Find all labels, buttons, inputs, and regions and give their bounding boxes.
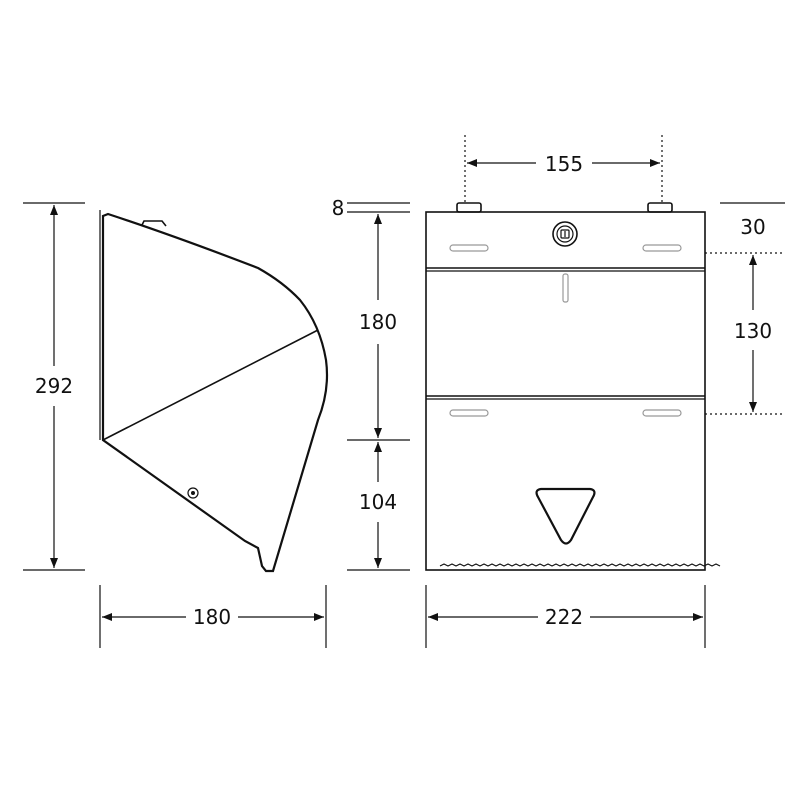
upper-height-label: 180	[359, 310, 397, 334]
dimension-side-depth: 180	[99, 585, 327, 648]
side-depth-label: 180	[193, 605, 231, 629]
dimension-window-height: 130	[705, 255, 785, 415]
slot-bottom-left	[449, 409, 489, 417]
side-view-panel-line	[102, 329, 319, 441]
side-lock-icon	[187, 487, 199, 499]
serrated-tear-edge	[439, 563, 721, 567]
front-width-label: 222	[545, 605, 583, 629]
side-view-mount-tab	[141, 220, 167, 227]
dimension-upper-height: 180	[359, 214, 397, 438]
lower-height-label: 104	[359, 490, 397, 514]
top-offset-label: 8	[332, 196, 345, 220]
front-body	[425, 211, 706, 571]
slot-top-left	[449, 244, 489, 252]
side-height-label: 292	[35, 374, 73, 398]
mount-spacing-label: 155	[545, 152, 583, 176]
window-slot	[562, 273, 569, 303]
dimension-side-height: 292	[23, 202, 85, 571]
dimension-front-width: 222	[425, 585, 706, 648]
side-view-outline	[101, 212, 329, 573]
mount-tab-left	[456, 202, 482, 213]
lid-depth-label: 30	[740, 215, 765, 239]
slot-top-right	[642, 244, 682, 252]
front-view	[425, 202, 721, 571]
slot-bottom-right	[642, 409, 682, 417]
keyhole-lock-icon	[552, 221, 578, 247]
side-view	[99, 210, 329, 573]
dimension-top-offset: 8	[332, 196, 410, 220]
window-height-label: 130	[734, 319, 772, 343]
dimension-lower-height: 104	[347, 442, 410, 571]
mount-tab-right	[647, 202, 673, 213]
dimension-lid-depth: 30	[705, 202, 785, 254]
triangle-dispense-icon	[535, 487, 596, 545]
dimension-mount-spacing: 155	[464, 135, 663, 203]
